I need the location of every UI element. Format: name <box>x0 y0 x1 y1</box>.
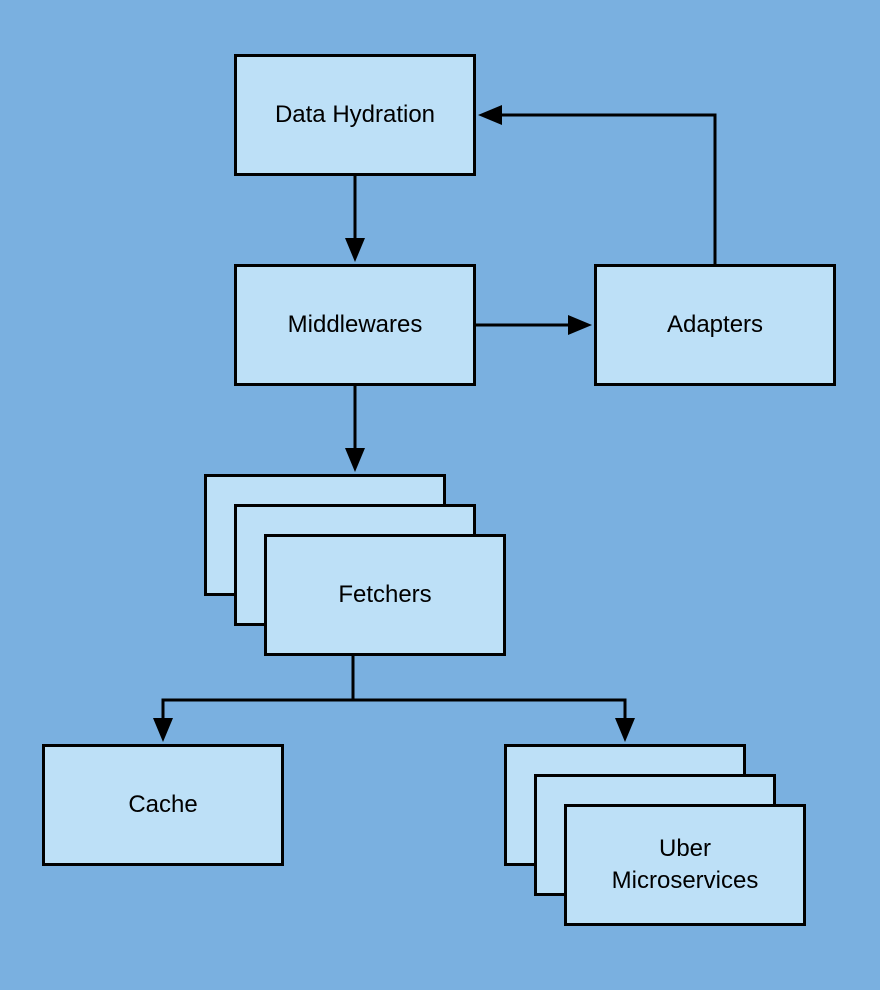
arrow-adapters-to-hydration <box>500 113 717 265</box>
adapters-node: Adapters <box>594 264 836 386</box>
arrow-fetchers-to-cache <box>161 698 353 720</box>
middlewares-node: Middlewares <box>234 264 476 386</box>
data-hydration-label: Data Hydration <box>274 101 436 128</box>
uber-microservices-label-line2: Microservices <box>611 867 759 894</box>
fetchers-node: Fetchers <box>264 534 506 656</box>
arrowhead-microservices <box>615 718 635 742</box>
cache-node: Cache <box>42 744 284 866</box>
arrowhead-middlewares <box>345 238 365 262</box>
arrowhead-adapters <box>568 315 592 335</box>
uber-microservices-label-line1: Uber <box>658 835 712 862</box>
uber-microservices-node: Uber Microservices <box>564 804 806 926</box>
cache-label: Cache <box>128 791 198 818</box>
arrowhead-fetchers <box>345 448 365 472</box>
arrowhead-hydration <box>478 105 502 125</box>
arrow-fetchers-to-microservices <box>353 698 627 720</box>
data-hydration-node: Data Hydration <box>234 54 476 176</box>
middlewares-label: Middlewares <box>287 311 423 338</box>
arrowhead-cache <box>153 718 173 742</box>
adapters-label: Adapters <box>666 311 764 338</box>
fetchers-label: Fetchers <box>338 581 432 608</box>
